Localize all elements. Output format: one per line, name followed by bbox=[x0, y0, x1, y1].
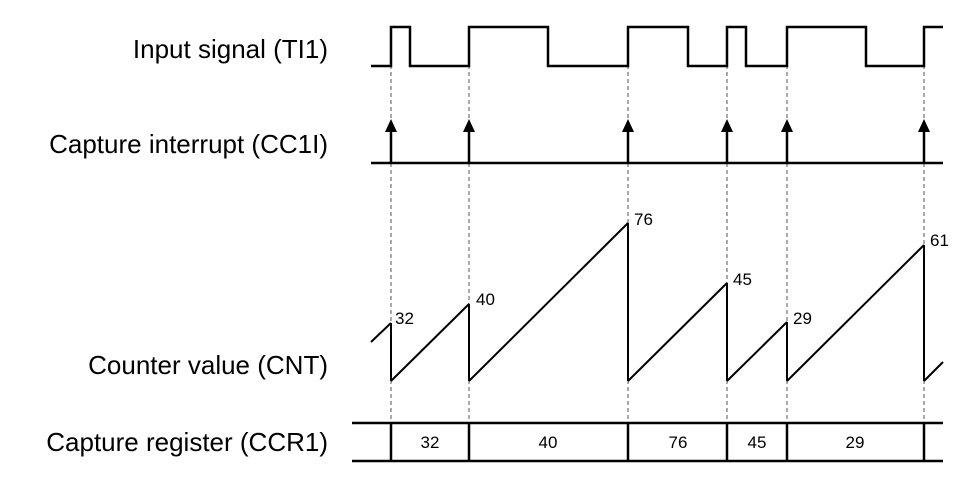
label-counter-value: Counter value (CNT) bbox=[88, 350, 328, 380]
arrow-head-icon bbox=[463, 119, 475, 132]
counter-peak-label: 76 bbox=[634, 210, 653, 229]
counter-ramp bbox=[468, 222, 629, 382]
counter-peak-label: 61 bbox=[930, 231, 949, 250]
counter-peak-label: 29 bbox=[793, 309, 812, 328]
label-capture-interrupt: Capture interrupt (CC1I) bbox=[49, 129, 328, 159]
counter-peak-label: 45 bbox=[733, 270, 752, 289]
counter-ramp bbox=[370, 322, 392, 343]
arrow-head-icon bbox=[622, 119, 634, 132]
counter-sawtooth bbox=[370, 222, 944, 382]
arrow-head-icon bbox=[781, 119, 793, 132]
counter-ramp bbox=[923, 361, 944, 382]
capture-guides bbox=[390, 30, 925, 425]
register-value: 40 bbox=[539, 433, 558, 452]
register-value: 45 bbox=[748, 433, 767, 452]
counter-ramp bbox=[627, 282, 728, 382]
register-value: 32 bbox=[421, 433, 440, 452]
arrow-head-icon bbox=[385, 119, 397, 132]
label-input-signal: Input signal (TI1) bbox=[133, 34, 328, 64]
counter-peak-label: 32 bbox=[395, 309, 414, 328]
register-value: 29 bbox=[846, 433, 865, 452]
arrow-head-icon bbox=[918, 119, 930, 132]
label-capture-register: Capture register (CCR1) bbox=[46, 427, 328, 457]
capture-interrupt-row bbox=[371, 119, 943, 165]
counter-peak-label: 40 bbox=[476, 290, 495, 309]
input-signal-waveform bbox=[371, 25, 943, 68]
counter-ramp bbox=[726, 321, 788, 382]
counter-ramp bbox=[786, 244, 925, 382]
capture-register-row: 32 40 76 45 29 bbox=[352, 421, 943, 463]
counter-ramp bbox=[390, 303, 470, 382]
arrow-head-icon bbox=[721, 119, 733, 132]
register-value: 76 bbox=[669, 433, 688, 452]
